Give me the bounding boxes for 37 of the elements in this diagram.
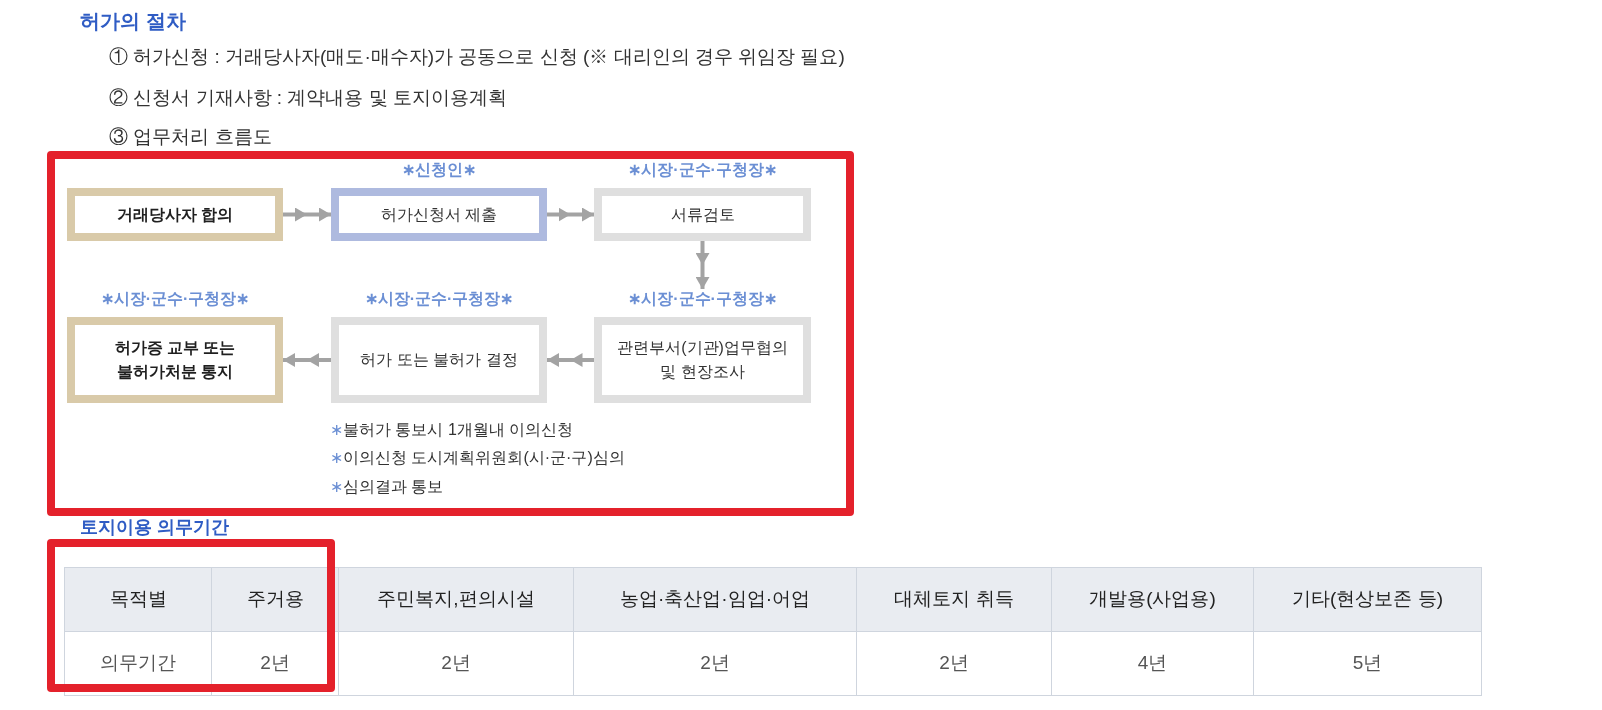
note-text: ∗이의신청 도시계획위원회(시·군·구)심의 xyxy=(330,448,625,468)
table-header-cell: 개발용(사업용) xyxy=(1052,568,1254,632)
arrow xyxy=(547,353,594,367)
step-label: 허가 또는 불허가 결정 xyxy=(360,350,518,370)
note-text: ∗심의결과 통보 xyxy=(330,477,444,497)
table-header-cell: 대체토지 취득 xyxy=(857,568,1052,632)
table-cell: 2년 xyxy=(574,632,857,696)
note-text: ∗불허가 통보시 1개월내 이의신청 xyxy=(330,420,574,440)
table-cell: 4년 xyxy=(1052,632,1254,696)
highlight-frame xyxy=(47,539,335,692)
role-label: ∗시장·군수·구청장∗ xyxy=(100,289,250,309)
table-header-cell: 목적별 xyxy=(65,568,212,632)
arrow xyxy=(283,353,331,367)
role-label: ∗시장·군수·구청장∗ xyxy=(628,289,777,309)
list-item-text: ② 신청서 기재사항 : 계약내용 및 토지이용계획 xyxy=(109,86,507,110)
list-item-text: ③ 업무처리 흐름도 xyxy=(109,125,272,149)
step-label: 관련부서(기관)업무협의 및 현장조사 xyxy=(616,338,789,382)
step-label: 허가신청서 제출 xyxy=(380,204,498,225)
arrow xyxy=(547,208,594,222)
table-header-cell: 주거용 xyxy=(212,568,339,632)
highlight-frame xyxy=(47,151,854,516)
table-cell: 2년 xyxy=(857,632,1052,696)
table-header-cell: 주민복지,편의시설 xyxy=(339,568,574,632)
step-label: 서류검토 xyxy=(670,204,735,225)
step-label: 허가증 교부 또는 불허가처분 통지 xyxy=(113,338,237,382)
section-title: 허가의 절차 xyxy=(80,9,186,33)
arrow xyxy=(696,241,710,289)
role-label: ∗신청인∗ xyxy=(402,160,476,180)
table-header-cell: 농업·축산업·임업·어업 xyxy=(574,568,857,632)
table-cell: 2년 xyxy=(339,632,574,696)
step-label: 거래당사자 합의 xyxy=(116,204,234,225)
table-cell: 5년 xyxy=(1254,632,1482,696)
arrow xyxy=(283,208,331,222)
role-label: ∗시장·군수·구청장∗ xyxy=(364,289,514,309)
role-label: ∗시장·군수·구청장∗ xyxy=(628,160,777,180)
list-item-text: ① 허가신청 : 거래당사자(매도·매수자)가 공동으로 신청 (※ 대리인의 경우 위임장 필요) xyxy=(109,45,845,69)
table-header-cell: 기타(현상보존 등) xyxy=(1254,568,1482,632)
